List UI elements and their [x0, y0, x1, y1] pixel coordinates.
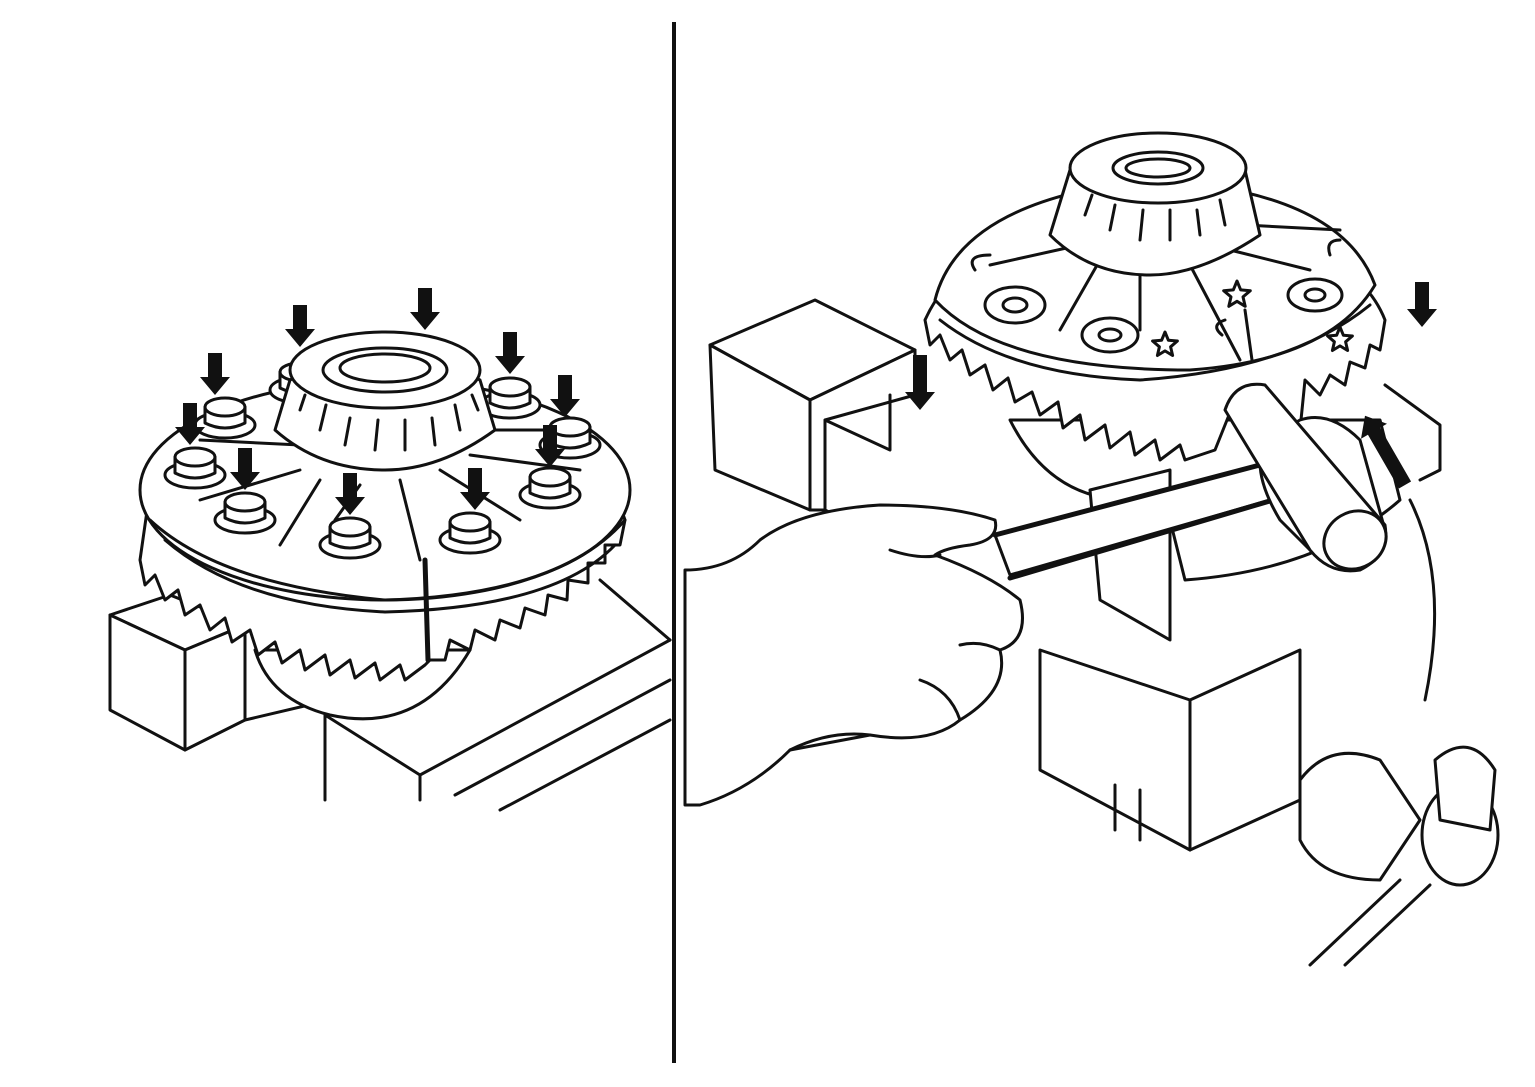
alignment-mark-left [422, 557, 431, 663]
down-arrow-4-icon [200, 353, 230, 395]
down-arrow-6-icon [175, 403, 205, 445]
down-arrow-right-2-icon [1407, 282, 1437, 327]
force-arrows-right [905, 282, 1437, 489]
bolt-head-1-icon [163, 446, 227, 490]
right-panel [683, 131, 1500, 967]
hand-right [683, 503, 1024, 807]
bolt-head-4-icon [438, 511, 502, 555]
bolt-head-7-icon [478, 376, 542, 420]
down-arrow-right-1-icon [905, 355, 935, 410]
bearing-cone-right [1048, 131, 1262, 277]
star-mark-1-icon [1222, 279, 1252, 308]
hammer-right [992, 382, 1388, 581]
left-panel [108, 288, 672, 812]
bolt-head-5-icon [518, 466, 582, 510]
vise-block-left [108, 578, 672, 812]
press-arrows-left [175, 288, 580, 515]
down-arrow-7-icon [535, 425, 565, 467]
down-arrow-10-icon [460, 468, 490, 510]
mark-stars-right [1151, 279, 1354, 357]
down-arrow-3-icon [495, 332, 525, 374]
star-mark-3-icon [1326, 325, 1354, 352]
down-arrow-9-icon [335, 473, 365, 515]
bolt-head-6-icon [538, 416, 602, 460]
bolt-head-3-icon [318, 516, 382, 560]
down-arrow-8-icon [230, 448, 260, 490]
bolt-heads-left [163, 361, 602, 560]
up-arrow-right-icon [1361, 415, 1412, 489]
star-mark-2-icon [1151, 330, 1179, 357]
bearing-cone-left [273, 330, 497, 472]
vise-body-right [1038, 383, 1500, 967]
bolt-head-2-icon [213, 491, 277, 535]
down-arrow-2-icon [285, 305, 315, 347]
down-arrow-1-icon [410, 288, 440, 330]
down-arrow-5-icon [550, 375, 580, 417]
vise-jaw-right [708, 298, 962, 582]
